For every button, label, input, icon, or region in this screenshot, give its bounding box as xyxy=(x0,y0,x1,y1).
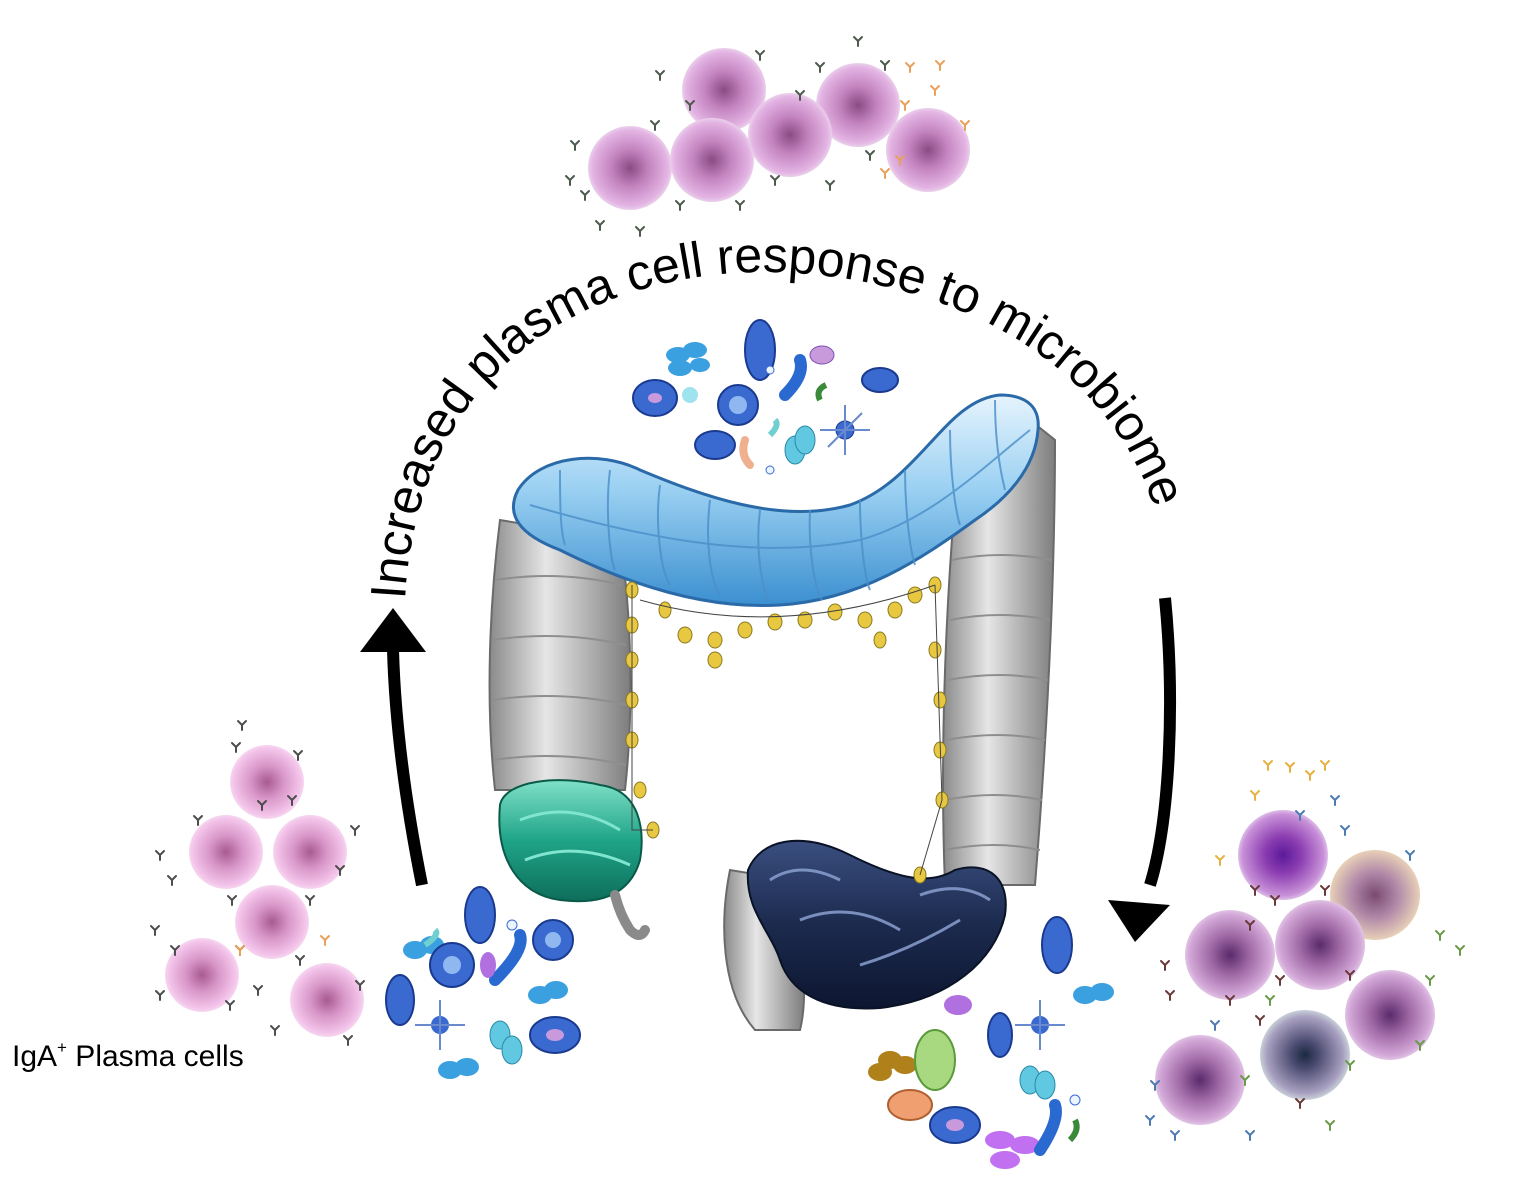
upward-arrow-head xyxy=(360,608,426,652)
cecum xyxy=(498,779,643,903)
plasma-cell-cluster-left xyxy=(150,720,365,1046)
plasma-cell-icon xyxy=(165,938,239,1012)
microbe-icon xyxy=(861,367,899,393)
plasma-cell-icon xyxy=(816,63,900,147)
plasma-cell-icon xyxy=(189,815,263,889)
plasma-cell-icon xyxy=(1345,970,1435,1060)
transverse-colon xyxy=(512,393,1040,608)
plasma-cell-icon xyxy=(1155,1035,1245,1125)
microbe-cluster-top xyxy=(632,319,899,475)
microbe-icon xyxy=(385,974,415,1026)
colon-icon xyxy=(488,393,1057,1031)
plasma-cell-icon xyxy=(682,48,766,132)
downward-arrow xyxy=(1144,597,1176,887)
microbe-icon xyxy=(464,886,496,944)
cycle-arrow-icon xyxy=(360,597,1176,942)
sigmoid-colon xyxy=(746,839,1007,1010)
microbe-icon xyxy=(744,319,776,381)
plasma-cell-icon xyxy=(886,108,970,192)
upward-arrow xyxy=(387,649,428,887)
microbe-cluster-left xyxy=(385,886,581,1079)
iga-plasma-cells-label: IgA+ Plasma cells xyxy=(12,1038,244,1073)
plasma-cell-cluster-top xyxy=(565,36,970,237)
plasma-cell-icon xyxy=(1260,1010,1350,1100)
descending-colon xyxy=(942,418,1057,886)
plasma-cell-icon xyxy=(588,126,672,210)
plasma-cell-cluster-right xyxy=(1145,760,1465,1141)
downward-arrow-head xyxy=(1108,900,1170,942)
plasma-cell-icon xyxy=(1275,900,1365,990)
plasma-cell-icon xyxy=(273,815,347,889)
microbe-cluster-right xyxy=(868,916,1114,1169)
plasma-cell-icon xyxy=(670,118,754,202)
microbe-icon xyxy=(694,430,736,460)
appendix xyxy=(610,890,650,940)
plasma-cell-icon xyxy=(748,93,832,177)
plasma-cell-icon xyxy=(1238,810,1328,900)
plasma-cell-icon xyxy=(235,885,309,959)
microbe-icon xyxy=(914,1029,956,1091)
plasma-cell-icon xyxy=(1185,910,1275,1000)
plasma-cell-icon xyxy=(230,745,304,819)
microbe-icon xyxy=(1041,916,1073,974)
lymph-node-icon xyxy=(625,576,949,884)
plasma-cell-icon xyxy=(290,963,364,1037)
